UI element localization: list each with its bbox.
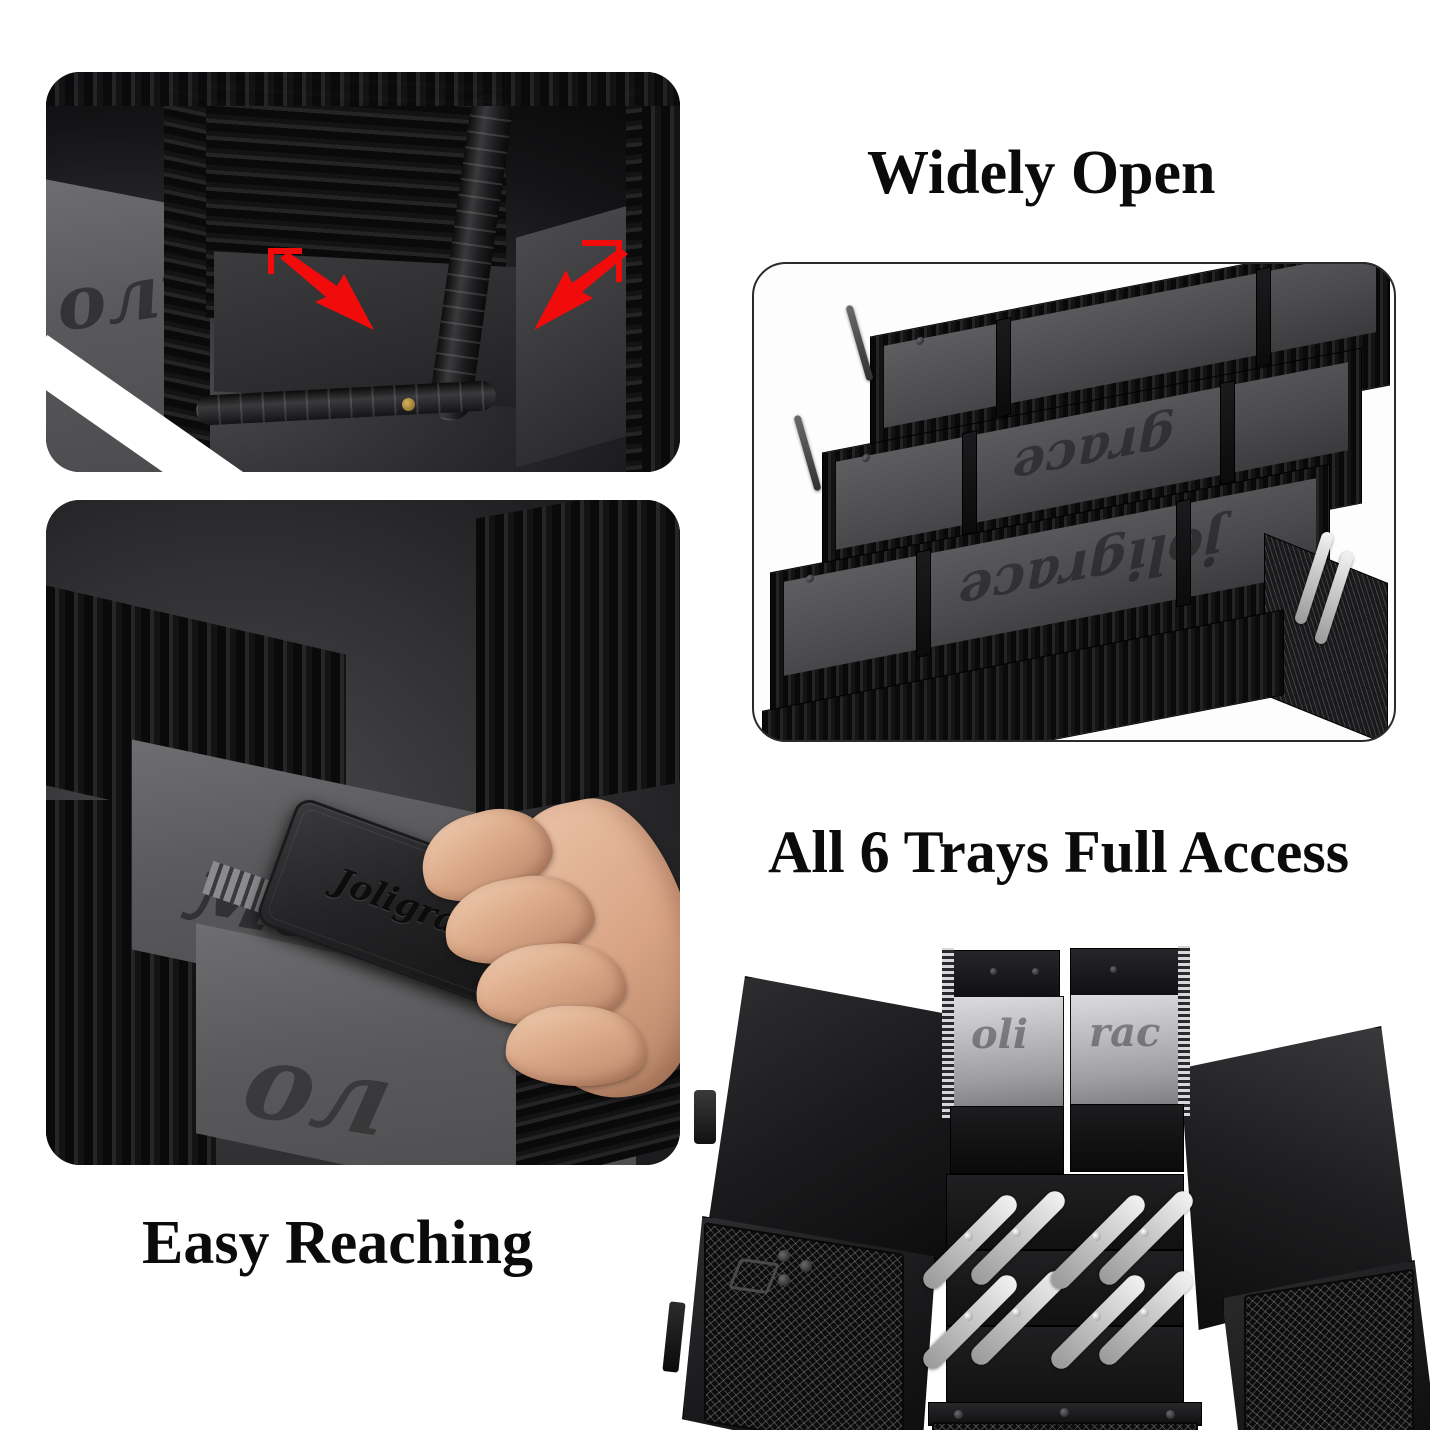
stud [778,1274,790,1286]
rivet [1110,966,1117,973]
upper-tray-left-front [950,1106,1064,1174]
arm-rivet [1092,1232,1101,1241]
tray-divider [916,549,931,659]
divider-closeup-photo: оли [46,72,680,472]
tray-divider [996,317,1011,419]
stud [778,1250,790,1262]
right-mesh-pocket [1244,1268,1414,1430]
body-mesh-panel [932,1422,1198,1430]
red-arrow-right-icon [534,248,628,330]
top-edge-strip [46,72,680,106]
arm-rivet [964,1232,973,1241]
stud [800,1260,812,1272]
embossed-brand-script: ол [233,1018,405,1161]
side-latch-strap [662,1301,686,1373]
tray-divider [1220,380,1235,486]
left-mesh-pocket [704,1222,904,1430]
brass-screw [402,398,415,411]
latch [694,1090,716,1144]
arm-rivet [1140,1228,1149,1237]
embossed-brand-script: rac [1089,1009,1161,1056]
corner-bracket-horizontal [582,240,622,246]
corner-bracket-vertical [268,248,274,274]
right-ribbed-edge [642,72,680,472]
stud [1060,1408,1069,1417]
stud [954,1410,963,1419]
tray-rail-left [942,948,954,1118]
upper-tray-right-rear [1070,948,1182,996]
arm-rivet [1140,1308,1149,1317]
red-arrow-left-icon [280,252,374,330]
embossed-brand-script: oli [971,1011,1029,1058]
heading-easy-reaching: Easy Reaching [142,1209,533,1277]
rivet [990,968,997,975]
upper-tray-left-floor: oli [952,996,1064,1108]
all-trays-full-access-photo: oli rac [660,930,1430,1430]
upper-tray-left-rear [950,950,1060,998]
arm-rivet [1012,1228,1021,1237]
arm-rivet [1092,1312,1101,1321]
right-ribbed-wall [476,500,680,819]
tray-divider [1256,266,1271,368]
tray-divider [962,430,977,536]
easy-reaching-photo: ма ол Joligrace [46,500,680,1165]
heading-all-trays: All 6 Trays Full Access [768,819,1350,885]
arm-rivet [1012,1308,1021,1317]
widely-open-photo: grace joligrace [752,262,1396,742]
heading-widely-open: Widely Open [867,139,1216,207]
rivet [1032,968,1039,975]
upper-tray-right-front [1070,1104,1184,1172]
tray-rail-right [1178,946,1190,1116]
corner-bracket-horizontal [268,248,302,254]
stud [1166,1410,1175,1419]
arm-rivet [964,1312,973,1321]
upper-tray-right-floor: rac [1070,994,1184,1108]
